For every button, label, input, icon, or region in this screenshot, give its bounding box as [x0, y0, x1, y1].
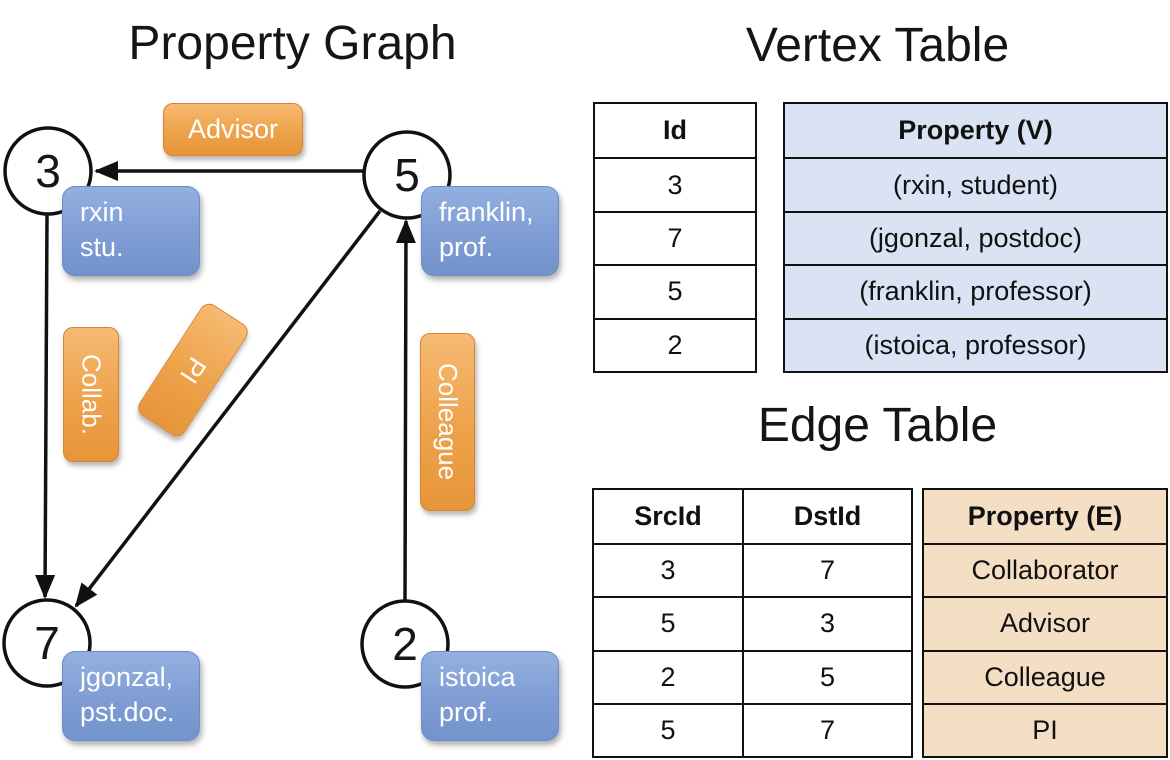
- vertex-table-title: Vertex Table: [745, 19, 1010, 72]
- edge-table-srcid-header: SrcId: [634, 501, 702, 532]
- edge-table-property-cell: Collaborator: [971, 555, 1119, 586]
- edge-table-dst-cell: 3: [742, 598, 911, 650]
- vertex-label-rxin: rxin stu.: [62, 186, 200, 276]
- vertex-table-property-cell: (istoica, professor): [864, 329, 1087, 360]
- edge-collab-arrow: [35, 214, 56, 599]
- vertex-table-id-cell: 7: [667, 222, 683, 253]
- property-graph-title: Property Graph: [128, 17, 457, 70]
- edge-table-property-cell: PI: [1032, 714, 1058, 745]
- node-2-id: 2: [392, 617, 418, 670]
- edge-label-advisor: Advisor: [163, 103, 303, 156]
- edge-table-dst-cell: 7: [742, 545, 911, 597]
- vertex-table-property-column: Property (V) (rxin, student) (jgonzal, p…: [783, 102, 1168, 373]
- edge-table-src-cell: 2: [660, 661, 676, 692]
- vertex-table-id-header: Id: [663, 115, 687, 146]
- edge-table-property-cell: Advisor: [999, 608, 1091, 639]
- vertex-table-id-cell: 5: [667, 276, 683, 307]
- vertex-label-jgonzal: jgonzal, pst.doc.: [62, 651, 200, 741]
- edge-table-property-column: Property (E) Collaborator Advisor Collea…: [922, 488, 1168, 758]
- node-7-id: 7: [34, 616, 60, 669]
- edge-table-src-cell: 3: [660, 555, 676, 586]
- edge-table-dst-cell: 7: [742, 704, 911, 756]
- vertex-table-property-cell: (rxin, student): [892, 169, 1059, 200]
- edge-table-title: Edge Table: [757, 399, 998, 452]
- edge-colleague-arrow: [395, 219, 416, 601]
- edge-table-src-cell: 5: [660, 608, 676, 639]
- node-5-id: 5: [394, 148, 420, 201]
- edge-label-colleague: Colleague: [420, 333, 475, 511]
- node-3-id: 3: [35, 144, 61, 197]
- edge-table-property-header: Property (E): [967, 501, 1123, 532]
- vertex-table-property-cell: (franklin, professor): [859, 276, 1092, 307]
- vertex-table-property-header: Property (V): [898, 115, 1053, 146]
- vertex-table-id-cell: 3: [667, 169, 683, 200]
- edge-pi-arrow: [74, 209, 382, 608]
- edge-table-id-columns: SrcId DstId 3 7 5 3 2 5 5 7: [592, 488, 913, 758]
- edge-table-dst-cell: 5: [742, 651, 911, 703]
- vertex-table-property-cell: (jgonzal, postdoc): [868, 222, 1083, 253]
- vertex-table-id-column: Id 3 7 5 2: [593, 102, 757, 373]
- edge-table-dstid-header: DstId: [742, 490, 911, 544]
- edge-table-property-cell: Colleague: [984, 661, 1106, 692]
- vertex-label-istoica: istoica prof.: [421, 651, 559, 741]
- vertex-table-id-cell: 2: [667, 329, 683, 360]
- edge-table-src-cell: 5: [660, 714, 676, 745]
- edge-label-collab: Collab.: [63, 327, 119, 462]
- vertex-label-franklin: franklin, prof.: [421, 186, 559, 276]
